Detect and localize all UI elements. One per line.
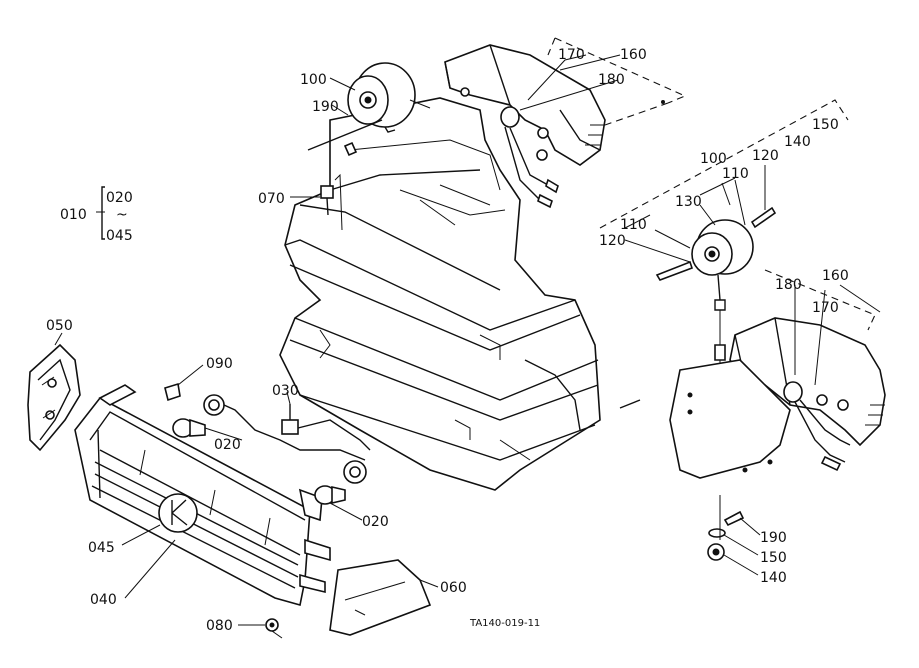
label-180-right: 180 [775, 277, 802, 293]
label-060: 060 [440, 580, 467, 596]
headlight-assembly [74, 384, 331, 607]
label-150-bottom: 150 [760, 550, 787, 566]
dash-box-right-cover [764, 269, 876, 331]
hood-body [279, 97, 601, 491]
legend-main: 010 [60, 207, 87, 223]
label-030: 030 [272, 383, 299, 399]
label-180-top: 180 [598, 72, 625, 88]
label-120-a: 120 [752, 148, 779, 164]
label-140-right: 140 [784, 134, 811, 150]
legend-range-start: 020 [106, 190, 133, 206]
bulb-left [172, 418, 206, 438]
socket-left [203, 394, 366, 461]
mount-plate-right [619, 359, 791, 479]
label-190-top: 190 [312, 99, 339, 115]
connector-030 [281, 404, 371, 451]
legend-bracket [96, 186, 105, 240]
label-160-right: 160 [822, 268, 849, 284]
legend-range-sep: ~ [116, 207, 128, 223]
label-020-a: 020 [214, 437, 241, 453]
label-090: 090 [206, 356, 233, 372]
label-050: 050 [46, 318, 73, 334]
label-130: 130 [675, 194, 702, 210]
label-190-bottom: 190 [760, 530, 787, 546]
bulb-right [314, 485, 346, 505]
legend-range-end: 045 [106, 228, 133, 244]
lamp-cover-top [444, 44, 606, 209]
dash-box-right [599, 99, 849, 229]
label-110-b: 110 [620, 217, 647, 233]
turn-lens-060 [329, 559, 432, 636]
nut-080 [265, 618, 283, 639]
label-020-b: 020 [362, 514, 389, 530]
label-160-top: 160 [620, 47, 647, 63]
hardware-stack [707, 495, 761, 576]
lamp-cover-right [729, 317, 886, 472]
side-reflector-050 [27, 343, 81, 452]
dash-line-top [547, 37, 669, 126]
bolt-070 [290, 185, 334, 216]
label-170-right: 170 [812, 300, 839, 316]
work-lamp-top [307, 62, 416, 157]
label-100-top: 100 [300, 72, 327, 88]
label-140-bottom: 140 [760, 570, 787, 586]
leader-lines [54, 54, 881, 626]
label-150-right: 150 [812, 117, 839, 133]
label-120-b: 120 [599, 233, 626, 249]
work-lamp-right [655, 206, 777, 431]
label-080: 080 [206, 618, 233, 634]
clip-090 [164, 382, 181, 402]
label-170-top: 170 [558, 47, 585, 63]
label-070: 070 [258, 191, 285, 207]
label-110-a: 110 [722, 166, 749, 182]
label-040: 040 [90, 592, 117, 608]
figure-code: TA140-019-11 [469, 618, 540, 629]
label-100-right: 100 [700, 151, 727, 167]
label-045: 045 [88, 540, 115, 556]
socket-right [343, 460, 367, 484]
